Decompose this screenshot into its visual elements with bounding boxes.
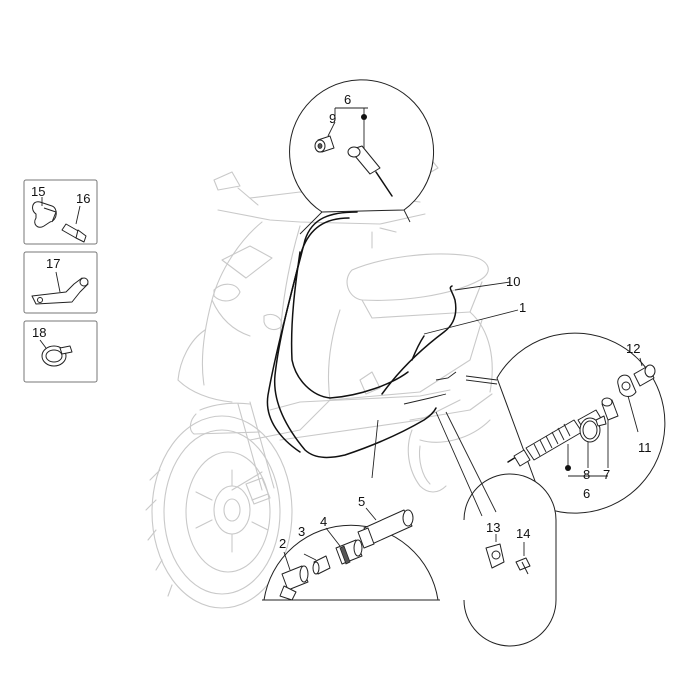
callout-leaders-main: 10 1: [423, 274, 526, 335]
part-17-bracket: [31, 277, 89, 305]
part-12-screw: [633, 364, 656, 387]
part-14-screw: [515, 557, 531, 575]
part-9-bushing: [314, 135, 335, 153]
callout-8: 8: [583, 467, 590, 482]
callout-14: 14: [516, 526, 530, 541]
part-11-bracket: [617, 374, 637, 397]
detail-circle-right: 8 7 6 11 12: [465, 332, 666, 514]
detail-circle-top: 6 9: [289, 79, 435, 235]
part-5-tube: [357, 509, 414, 549]
cable-branch-10: [381, 285, 457, 395]
callout-6-right: 6: [583, 486, 590, 501]
part-13-bracket: [485, 543, 505, 569]
callout-10: 10: [506, 274, 520, 289]
box-parts-15-16: 15 16: [23, 179, 98, 245]
part-15-clip: [32, 201, 57, 228]
callout-17: 17: [46, 256, 60, 271]
callout-7: 7: [603, 467, 610, 482]
cable-routing: [266, 211, 457, 459]
part-7-sleeve: [601, 397, 619, 421]
detail-circle-lower-right: 13 14: [435, 411, 557, 647]
callout-4: 4: [320, 514, 327, 529]
part-8-clamp: [579, 415, 607, 443]
callout-16: 16: [76, 191, 90, 206]
callout-5: 5: [358, 494, 365, 509]
callout-18: 18: [32, 325, 46, 340]
callout-1: 1: [519, 300, 526, 315]
scooter-outline: [145, 157, 493, 609]
part-3-bushing: [312, 555, 331, 575]
part-18-clamp: [41, 345, 73, 367]
part-6-cable-end: [347, 145, 393, 197]
callout-2: 2: [279, 536, 286, 551]
speedometer-cable-outer: [266, 217, 350, 453]
callout-6-top: 6: [344, 92, 351, 107]
callout-11: 11: [638, 440, 652, 455]
speedometer-cable: [273, 211, 437, 459]
callout-15: 15: [31, 184, 45, 199]
callout-12: 12: [626, 341, 640, 356]
callout-3: 3: [298, 524, 305, 539]
part-16-bolt: [61, 223, 87, 243]
box-part-18: 18: [23, 320, 98, 383]
cable-branch-1: [411, 335, 425, 361]
detail-circle-bottom: 5 4 3 2: [262, 419, 440, 601]
box-part-17: 17: [23, 251, 98, 314]
part-2-drive: [279, 565, 309, 601]
part-4-coupling: [335, 539, 363, 565]
detail-circle-lower-right-outline: [463, 473, 557, 647]
callout-9: 9: [329, 111, 336, 126]
brake-cable: [290, 251, 409, 399]
callout-13: 13: [486, 520, 500, 535]
